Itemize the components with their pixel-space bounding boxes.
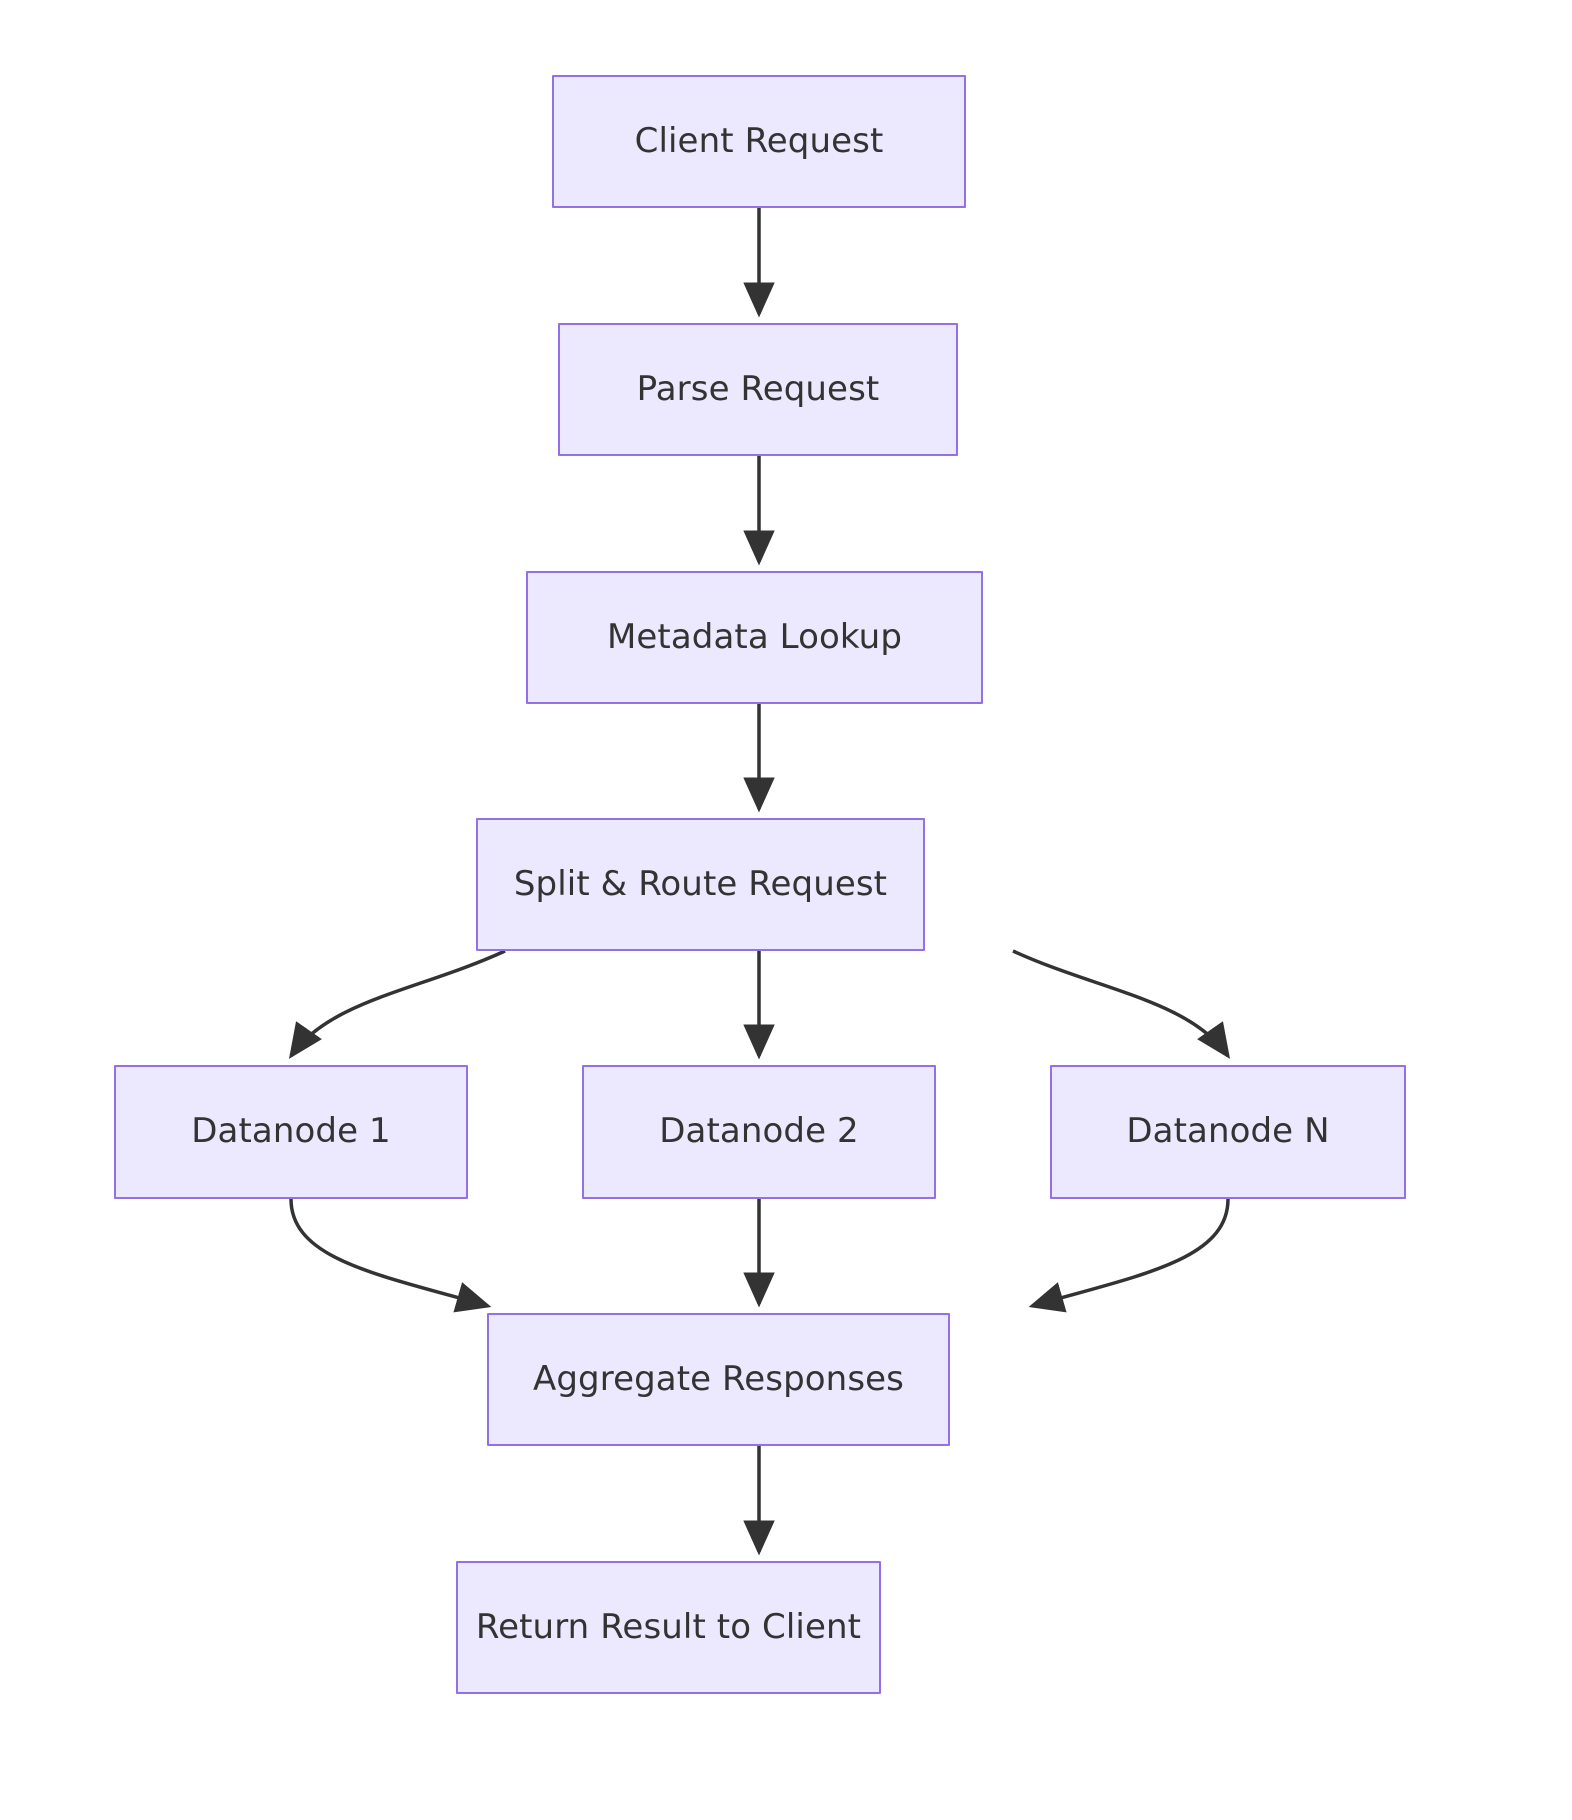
- node-parse-request[interactable]: Parse Request: [558, 323, 958, 456]
- node-metadata-lookup[interactable]: Metadata Lookup: [526, 571, 983, 704]
- node-label: Parse Request: [636, 368, 880, 409]
- node-label: Aggregate Responses: [533, 1358, 904, 1399]
- node-datanode-1[interactable]: Datanode 1: [114, 1065, 468, 1199]
- node-split-route-request[interactable]: Split & Route Request: [476, 818, 925, 951]
- node-label: Return Result to Client: [475, 1606, 862, 1647]
- node-aggregate-responses[interactable]: Aggregate Responses: [487, 1313, 950, 1446]
- node-label: Client Request: [634, 120, 884, 161]
- node-client-request[interactable]: Client Request: [552, 75, 966, 208]
- node-label: Metadata Lookup: [606, 616, 903, 657]
- edge-split-route-to-datanode-n: [1012, 949, 1231, 1059]
- node-label: Split & Route Request: [513, 863, 888, 904]
- node-label: Datanode 1: [191, 1111, 391, 1152]
- node-label: Datanode 2: [659, 1111, 859, 1152]
- node-datanode-2[interactable]: Datanode 2: [582, 1065, 936, 1199]
- node-datanode-n[interactable]: Datanode N: [1050, 1065, 1406, 1199]
- edge-datanode-1-to-aggregate: [289, 1198, 492, 1313]
- node-return-result-to-client[interactable]: Return Result to Client: [456, 1561, 881, 1694]
- edge-split-route-to-datanode-1: [288, 949, 506, 1059]
- node-label: Datanode N: [1126, 1111, 1330, 1152]
- edge-datanode-n-to-aggregate: [1028, 1198, 1230, 1313]
